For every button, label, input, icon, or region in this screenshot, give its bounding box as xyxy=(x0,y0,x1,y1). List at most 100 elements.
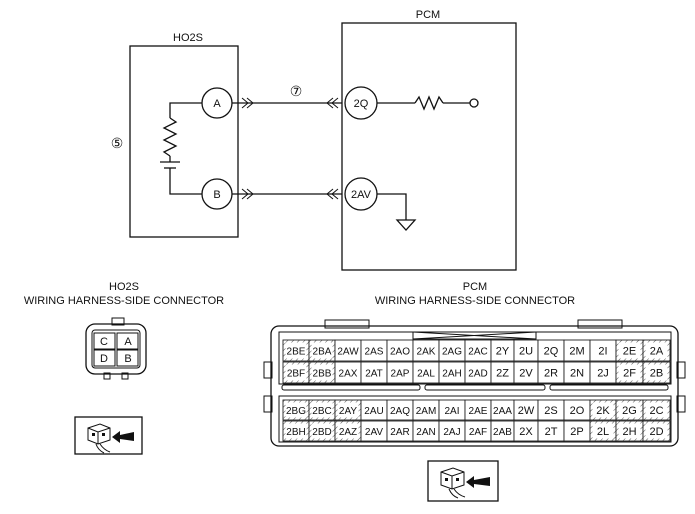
sensor-marker: ⑤ xyxy=(111,135,124,151)
pcm-pin-2q: 2Q xyxy=(544,346,559,358)
connector-view-icon xyxy=(427,460,499,502)
pcm-pin-2c: 2C xyxy=(649,405,663,417)
pcm-pin-2ae: 2AE xyxy=(469,406,488,417)
pcm-pin-2f: 2F xyxy=(623,368,636,380)
pcm-pin-face xyxy=(618,402,641,418)
terminal-b-label: B xyxy=(213,189,220,201)
pcm-box xyxy=(341,22,517,271)
pcm-pin-2aj: 2AJ xyxy=(443,427,460,438)
pcm-pin-2ax: 2AX xyxy=(339,369,358,380)
pcm-pin-2aa: 2AA xyxy=(493,406,512,417)
pcm-pin-2aw: 2AW xyxy=(337,347,359,358)
pcm-pin-2t: 2T xyxy=(545,426,558,438)
pcm-pin-2w: 2W xyxy=(518,405,535,417)
pcm-pin-2az: 2AZ xyxy=(339,427,357,438)
pcm-pin-2al: 2AL xyxy=(417,369,435,380)
pcm-pin-2af: 2AF xyxy=(469,427,487,438)
pcm-pin-2r: 2R xyxy=(544,368,558,380)
pcm-pin-2j: 2J xyxy=(597,368,609,380)
pcm-pin-face xyxy=(592,402,614,418)
pcm-pin-2a: 2A xyxy=(650,346,664,358)
ho2s-label: HO2S xyxy=(173,32,203,44)
pcm-pin-2aq: 2AQ xyxy=(390,406,410,417)
pcm-pin-2y: 2Y xyxy=(496,346,510,358)
pcm-pin-2bc: 2BC xyxy=(312,406,331,417)
ho2s-pin-d: D xyxy=(100,353,108,365)
pcm-pin-2bb: 2BB xyxy=(313,369,332,380)
ho2s-box xyxy=(129,45,239,238)
circuit-marker: ⑦ xyxy=(290,83,303,99)
pcm-pin-face xyxy=(311,402,333,418)
pcm-pin-2be: 2BE xyxy=(287,347,306,358)
pcm-pin-2x: 2X xyxy=(519,426,533,438)
pcm-pin-face xyxy=(285,342,307,359)
pcm-pin-face xyxy=(618,342,641,359)
pcm-pin-face xyxy=(311,364,333,381)
pcm-pin-face xyxy=(618,364,641,381)
pcm-pin-2ac: 2AC xyxy=(468,347,487,358)
pcm-pin-2v: 2V xyxy=(519,368,533,380)
ho2s-connector-subtitle: WIRING HARNESS-SIDE CONNECTOR xyxy=(24,295,224,307)
terminal-a-label: A xyxy=(213,98,221,110)
pcm-pin-face xyxy=(311,423,333,439)
ho2s-connector-title: HO2S xyxy=(109,281,139,293)
pcm-pin-2ay: 2AY xyxy=(339,406,357,417)
pcm-connector-body xyxy=(263,319,686,447)
ho2s-pin-b: B xyxy=(124,353,131,365)
pcm-pin-2ai: 2AI xyxy=(444,406,459,417)
pcm-pin-face xyxy=(337,402,359,418)
ground-icon xyxy=(377,193,417,231)
pcm-pin-face xyxy=(285,364,307,381)
pcm-pin-2z: 2Z xyxy=(496,368,509,380)
pcm-pin-2ab: 2AB xyxy=(493,427,512,438)
pcm-pin-face xyxy=(337,423,359,439)
pcm-pin-face xyxy=(285,423,307,439)
pcm-pin-face xyxy=(618,423,641,439)
pcm-label: PCM xyxy=(416,9,440,21)
pcm-pin-2ak: 2AK xyxy=(417,347,436,358)
pcm-pin-2u: 2U xyxy=(519,346,533,358)
pcm-connector-title: PCM xyxy=(463,281,487,293)
pcm-pin-2k: 2K xyxy=(596,405,610,417)
pcm-pin-2ap: 2AP xyxy=(391,369,410,380)
pcm-pin-2ag: 2AG xyxy=(442,347,462,358)
pcm-pin-2s: 2S xyxy=(544,405,557,417)
pcm-pin-face xyxy=(592,423,614,439)
pcm-pin-2am: 2AM xyxy=(416,406,437,417)
pcm-pin-face xyxy=(311,342,333,359)
pcm-pin-2bg: 2BG xyxy=(286,406,306,417)
pcm-pin-2h: 2H xyxy=(622,426,636,438)
pcm-pin-face xyxy=(645,423,668,439)
pcm-pin-2ah: 2AH xyxy=(442,369,461,380)
pcm-pin-2m: 2M xyxy=(569,346,584,358)
pcm-pin-face xyxy=(285,402,307,418)
pcm-pin-2i: 2I xyxy=(598,346,607,358)
terminal-b: B xyxy=(201,178,233,210)
pcm-pin-2n: 2N xyxy=(570,368,584,380)
wire-b-2av xyxy=(232,188,342,200)
pcm-pin-face xyxy=(645,402,668,418)
pcm-pin-2ad: 2AD xyxy=(468,369,487,380)
terminal-2q-label: 2Q xyxy=(354,98,369,110)
pcm-pin-2d: 2D xyxy=(649,426,663,438)
pcm-pin-2p: 2P xyxy=(570,426,583,438)
pcm-pin-face xyxy=(645,364,668,381)
pcm-pin-2bf: 2BF xyxy=(287,369,305,380)
pcm-pin-2bd: 2BD xyxy=(312,427,331,438)
terminal-2av: 2AV xyxy=(344,177,378,211)
terminal-2av-label: 2AV xyxy=(351,189,372,201)
pcm-pin-2at: 2AT xyxy=(365,369,383,380)
pcm-connector-subtitle: WIRING HARNESS-SIDE CONNECTOR xyxy=(375,295,575,307)
sensor-element xyxy=(160,102,202,195)
pcm-pin-2au: 2AU xyxy=(364,406,383,417)
pcm-pin-2av: 2AV xyxy=(365,427,383,438)
pcm-pullup-resistor xyxy=(377,95,479,111)
pcm-pin-face xyxy=(645,342,668,359)
pcm-pin-2ao: 2AO xyxy=(390,347,410,358)
ho2s-connector: C A D B xyxy=(85,317,147,380)
pcm-pin-2ba: 2BA xyxy=(313,347,332,358)
terminal-2q: 2Q xyxy=(344,86,378,120)
pcm-pin-2bh: 2BH xyxy=(286,427,305,438)
